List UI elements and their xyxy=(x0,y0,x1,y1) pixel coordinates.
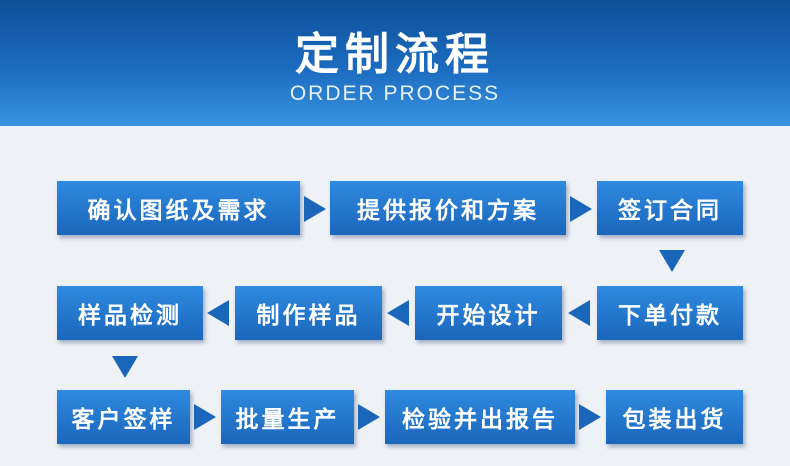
step-inspection-report: 检验并出报告 xyxy=(385,390,575,444)
arrow-right-icon xyxy=(579,404,601,430)
step-place-order-payment: 下单付款 xyxy=(597,286,743,340)
arrow-right-icon xyxy=(358,404,380,430)
arrow-left-icon xyxy=(207,300,229,326)
step-make-samples: 制作样品 xyxy=(235,286,382,340)
arrow-right-icon xyxy=(304,196,326,222)
step-mass-production: 批量生产 xyxy=(221,390,354,444)
step-packing-shipment: 包装出货 xyxy=(606,390,743,444)
arrow-down-icon xyxy=(112,356,138,378)
page-subtitle: ORDER PROCESS xyxy=(289,82,501,105)
step-sign-contract: 签订合同 xyxy=(597,181,743,235)
step-quote-plan: 提供报价和方案 xyxy=(330,181,566,235)
header-banner: 定制流程 ORDER PROCESS xyxy=(0,0,790,126)
arrow-down-icon xyxy=(659,250,685,272)
step-sample-testing: 样品检测 xyxy=(57,286,203,340)
step-customer-sign-off: 客户签样 xyxy=(57,390,190,444)
arrow-left-icon xyxy=(387,300,409,326)
step-confirm-drawings: 确认图纸及需求 xyxy=(57,181,300,235)
page-title: 定制流程 xyxy=(295,29,495,80)
arrow-right-icon xyxy=(570,196,592,222)
step-start-design: 开始设计 xyxy=(415,286,562,340)
arrow-right-icon xyxy=(194,404,216,430)
arrow-left-icon xyxy=(568,300,590,326)
